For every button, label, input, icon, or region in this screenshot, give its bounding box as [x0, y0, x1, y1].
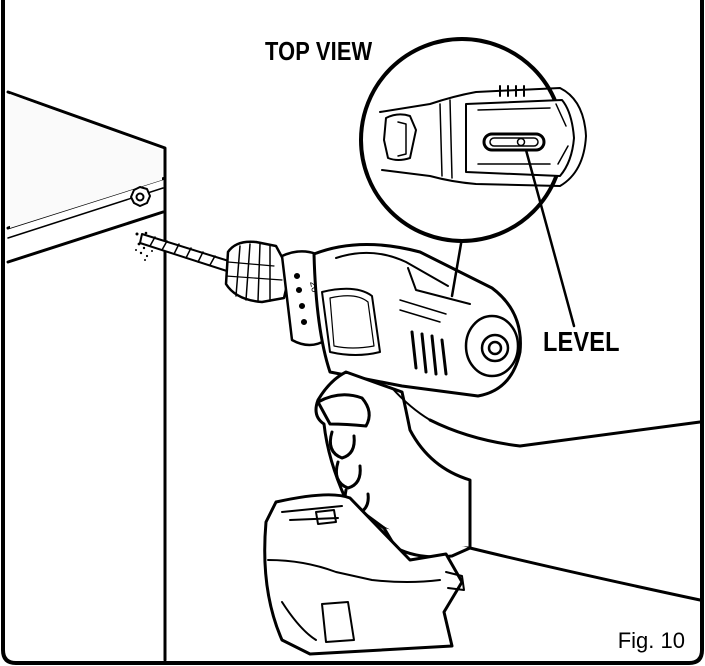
cabinet [6, 90, 167, 662]
inset-drill-outline [379, 87, 587, 187]
figure-caption: Fig. 10 [617, 628, 685, 653]
finger-2 [334, 460, 362, 490]
battery-pack [263, 493, 465, 656]
drill-vents [410, 330, 448, 376]
level-label: LEVEL [543, 326, 620, 357]
finger-1 [328, 430, 356, 460]
drill-bit [139, 233, 233, 273]
battery-latch [315, 509, 337, 525]
drill-top-housing [335, 251, 449, 287]
inset-leader-line [450, 236, 464, 298]
battery-slot [321, 601, 355, 643]
thumb [316, 393, 371, 428]
drill-chuck [224, 240, 292, 304]
drill-rear-cap [464, 314, 520, 378]
cabinet-face-shade [10, 94, 162, 228]
bubble-level [482, 132, 546, 152]
inset-switch-button [383, 113, 417, 161]
drill-side-panel [321, 287, 381, 356]
arm [428, 418, 702, 602]
top-view-inset [359, 37, 587, 243]
screw-head-icon [130, 186, 151, 207]
level-pointer-line [524, 148, 576, 328]
top-view-label: TOP VIEW [265, 36, 373, 66]
